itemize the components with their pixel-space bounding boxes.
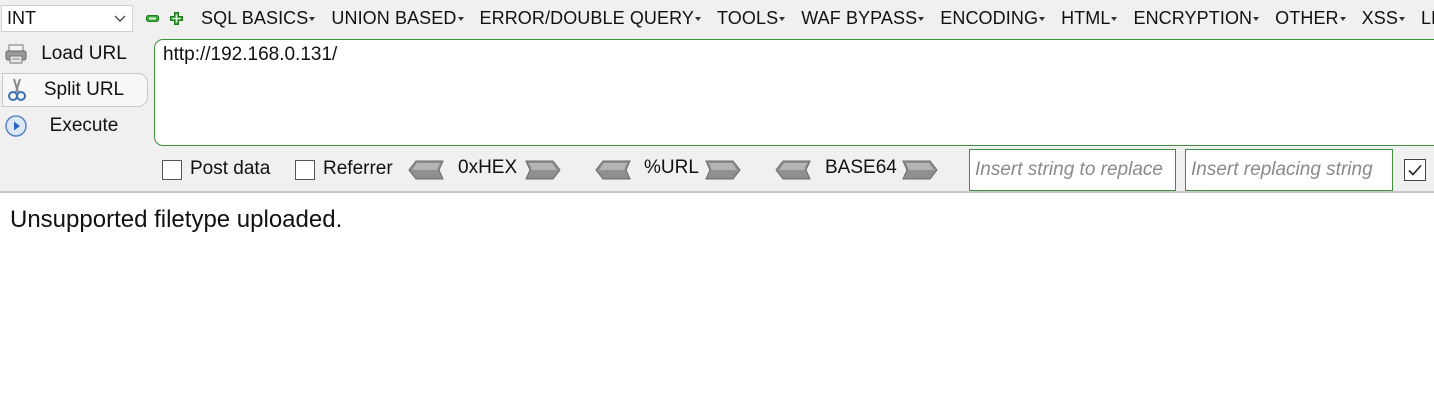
hex-encode-arrow-icon[interactable] (525, 160, 561, 180)
url-decode-arrow-icon[interactable] (595, 160, 631, 180)
hackbar-toolbar: INT SQL BASICS UNION BASED ERROR/DOUBLE … (0, 0, 1434, 193)
dropdown-caret-icon (1253, 17, 1260, 21)
url-textarea[interactable]: http://192.168.0.131/ (154, 39, 1434, 146)
menu-sql-basics[interactable]: SQL BASICS (201, 8, 316, 29)
hex-label: 0xHEX (458, 157, 518, 178)
split-url-button[interactable]: Split URL (2, 73, 148, 107)
decrease-icon[interactable] (146, 12, 159, 25)
menu-encryption[interactable]: ENCRYPTION (1133, 8, 1260, 29)
url-encode-arrow-icon[interactable] (705, 160, 741, 180)
menu-tools[interactable]: TOOLS (717, 8, 786, 29)
menu-error-double-query[interactable]: ERROR/DOUBLE QUERY (480, 8, 702, 29)
increase-icon[interactable] (170, 12, 183, 25)
type-select-value: INT (7, 8, 36, 28)
dropdown-caret-icon (1111, 17, 1118, 21)
load-url-icon (2, 40, 30, 68)
hex-decode-arrow-icon[interactable] (408, 160, 444, 180)
string-to-replace-input[interactable] (969, 149, 1176, 191)
menu-html[interactable]: HTML (1061, 8, 1118, 29)
chevron-down-icon (114, 15, 126, 22)
dropdown-caret-icon (1398, 17, 1405, 21)
dropdown-caret-icon (918, 17, 925, 21)
menu-union-based[interactable]: UNION BASED (331, 8, 464, 29)
dropdown-caret-icon (1039, 17, 1046, 21)
dropdown-caret-icon (695, 17, 702, 21)
base64-label: BASE64 (825, 157, 897, 178)
scissors-icon (3, 76, 31, 104)
execute-button[interactable]: Execute (2, 109, 148, 143)
menu-encoding[interactable]: ENCODING (940, 8, 1046, 29)
replace-all-checkbox[interactable] (1404, 159, 1426, 181)
page-message: Unsupported filetype uploaded. (10, 206, 343, 233)
post-data-label: Post data (190, 158, 271, 179)
menu-other[interactable]: OTHER (1275, 8, 1346, 29)
load-url-button[interactable]: Load URL (2, 37, 148, 71)
dropdown-caret-icon (457, 17, 464, 21)
base64-encode-arrow-icon[interactable] (902, 160, 938, 180)
main-menu: SQL BASICS UNION BASED ERROR/DOUBLE QUER… (201, 8, 1434, 29)
checkmark-icon (1408, 164, 1422, 176)
dropdown-caret-icon (309, 17, 316, 21)
play-icon (2, 112, 30, 140)
load-url-label: Load URL (41, 43, 127, 64)
menu-xss[interactable]: XSS (1362, 8, 1405, 29)
replacing-string-input[interactable] (1185, 149, 1393, 191)
url-text: http://192.168.0.131/ (163, 44, 338, 65)
referrer-label: Referrer (323, 158, 393, 179)
split-url-label: Split URL (43, 79, 125, 100)
execute-label: Execute (49, 115, 119, 136)
base64-decode-arrow-icon[interactable] (775, 160, 811, 180)
url-encoding-label: %URL (644, 157, 699, 178)
post-data-checkbox[interactable] (162, 160, 182, 180)
type-select[interactable]: INT (1, 5, 133, 32)
dropdown-caret-icon (1339, 17, 1346, 21)
menu-lfi[interactable]: LFI (1420, 8, 1434, 28)
referrer-checkbox[interactable] (295, 160, 315, 180)
dropdown-caret-icon (779, 17, 786, 21)
toolbar-divider (0, 191, 1434, 193)
menu-waf-bypass[interactable]: WAF BYPASS (801, 8, 925, 29)
